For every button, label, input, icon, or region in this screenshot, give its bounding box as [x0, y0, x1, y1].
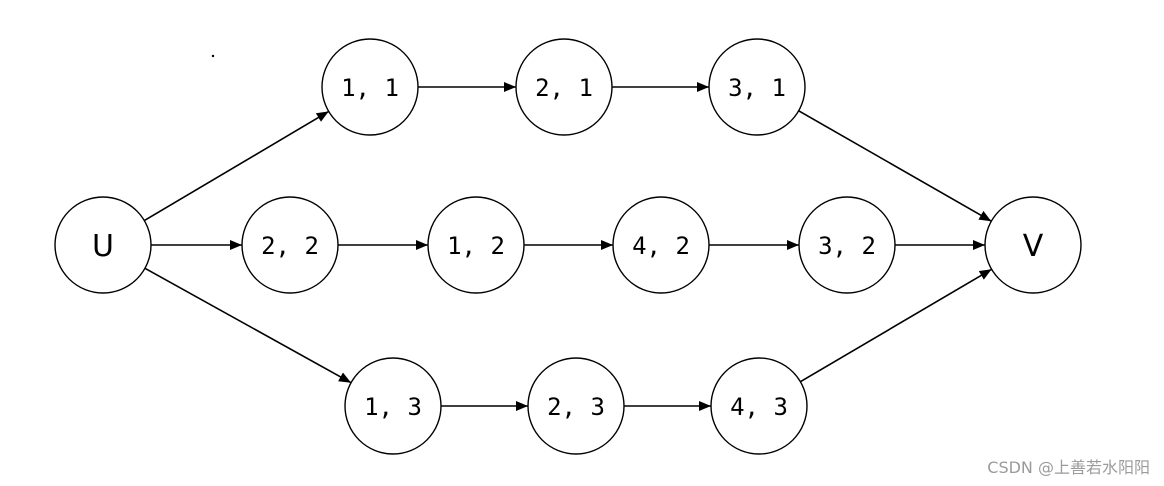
node-circle: [241, 196, 339, 294]
node-circle: [612, 196, 710, 294]
node-u: U: [54, 196, 152, 294]
node-n11: 1, 1: [321, 38, 419, 136]
node-label: 2, 2: [261, 232, 319, 260]
node-n13: 1, 3: [344, 357, 442, 455]
node-circle: [984, 196, 1082, 294]
edges: [143, 82, 993, 411]
edge-arrow: [798, 110, 992, 222]
node-n22: 2, 2: [241, 196, 339, 294]
node-n12: 1, 2: [427, 196, 525, 294]
node-label: 1, 1: [341, 74, 399, 102]
node-label: 2, 3: [547, 393, 605, 421]
node-n43: 4, 3: [710, 357, 808, 455]
node-label: 1, 2: [447, 232, 505, 260]
node-circle: [710, 357, 808, 455]
node-label: 3, 2: [818, 232, 876, 260]
node-circle: [798, 196, 896, 294]
node-circle: [708, 38, 806, 136]
node-circle: [54, 196, 152, 294]
edge-arrow: [143, 110, 330, 222]
node-label: 2, 1: [535, 74, 593, 102]
node-label: 1, 3: [364, 393, 422, 421]
node-n42: 4, 2: [612, 196, 710, 294]
node-n32: 3, 2: [798, 196, 896, 294]
node-v: V: [984, 196, 1082, 294]
edge-arrow: [799, 268, 993, 383]
node-label: 4, 2: [632, 232, 690, 260]
node-label: U: [92, 229, 114, 264]
node-n21: 2, 1: [515, 38, 613, 136]
edge-arrow: [144, 267, 352, 384]
node-circle: [321, 38, 419, 136]
watermark: CSDN @上善若水阳阳: [987, 458, 1150, 477]
node-circle: [427, 196, 525, 294]
nodes: U V 1, 1 2, 1 3, 1 2, 2 1, 2 4, 2 3, 2 1, 3 2, 3 4,…: [54, 38, 1082, 455]
node-label: 4, 3: [730, 393, 788, 421]
node-label: V: [1023, 229, 1044, 264]
node-label: 3, 1: [728, 74, 786, 102]
stray-dot: [211, 54, 215, 58]
node-n23: 2, 3: [527, 357, 625, 455]
node-circle: [515, 38, 613, 136]
node-circle: [344, 357, 442, 455]
node-circle: [527, 357, 625, 455]
node-n31: 3, 1: [708, 38, 806, 136]
